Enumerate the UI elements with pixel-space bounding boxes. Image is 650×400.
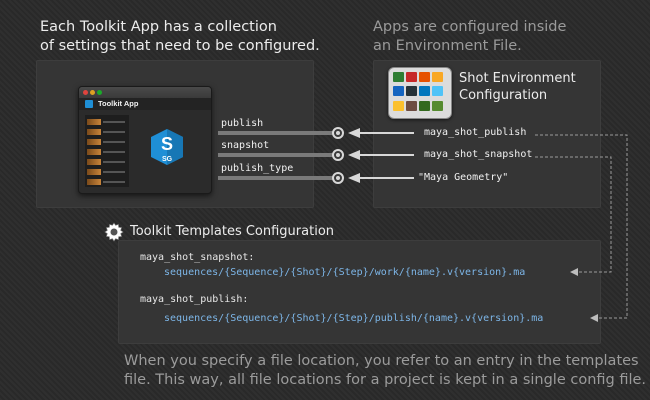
app-thumbnail-list [85,115,129,187]
app-tile [432,101,443,111]
setting-value: "Maya Geometry" [418,172,509,183]
window-titlebar [79,87,211,98]
thumbnail [87,159,101,165]
thumbnail [87,139,101,145]
list-line [103,131,125,133]
minimize-dot [90,90,95,95]
footer-line: When you specify a file location, you re… [124,353,639,369]
setting-key: publish_type [221,163,294,174]
shotgun-logo-icon: S SG [151,129,183,165]
heading-line: Each Toolkit App has a collection [40,19,277,35]
app-tile [419,101,430,111]
thumbnail [87,129,101,135]
heading-line: of settings that need to be configured. [40,38,320,54]
app-header: Toolkit App [79,98,211,110]
app-tile [432,72,443,82]
template-name: maya_shot_snapshot: [140,252,255,263]
templates-title: Toolkit Templates Configuration [130,224,335,239]
app-settings-heading: Each Toolkit App has a collection of set… [40,18,320,56]
setting-value: maya_shot_snapshot [424,149,533,160]
app-tile [419,86,430,96]
app-tile [406,86,417,96]
footer-caption: When you specify a file location, you re… [124,352,646,390]
list-line [103,141,125,143]
template-path: sequences/{Sequence}/{Shot}/{Step}/work/… [164,267,526,278]
templates-panel [118,240,601,344]
setting-key: publish [221,118,264,129]
app-tile [393,101,404,111]
heading-line: Apps are configured inside [373,19,567,35]
thumbnail [87,149,101,155]
environment-apps-grid-icon [388,67,452,119]
app-tile [406,72,417,82]
app-tile [393,72,404,82]
close-dot [83,90,88,95]
template-name: maya_shot_publish: [140,294,249,305]
gear-icon [104,222,124,242]
list-line [103,161,125,163]
list-line [103,151,125,153]
svg-text:S: S [161,134,173,154]
environment-title-line: Shot Environment [459,71,576,86]
thumbnail [87,179,101,185]
thumbnail [87,169,101,175]
footer-line: file. This way, all file locations for a… [124,372,647,388]
template-path: sequences/{Sequence}/{Shot}/{Step}/publi… [164,313,544,324]
list-line [103,181,125,183]
sg-badge-label: SG [162,156,173,163]
setting-key: snapshot [221,140,270,151]
heading-line: an Environment File. [373,38,522,54]
list-line [103,121,125,123]
app-title: Toolkit App [98,99,139,108]
shotgun-mini-icon [85,100,93,108]
setting-value: maya_shot_publish [424,127,527,138]
toolkit-app-window: Toolkit App [78,86,212,194]
app-tile [432,86,443,96]
app-tile [393,86,404,96]
environment-title-line: Configuration [459,88,548,103]
environment-heading: Apps are configured inside an Environmen… [373,18,566,56]
zoom-dot [97,90,102,95]
app-tile [406,101,417,111]
environment-title: Shot Environment Configuration [459,70,576,104]
thumbnail [87,119,101,125]
app-tile [419,72,430,82]
list-line [103,171,125,173]
